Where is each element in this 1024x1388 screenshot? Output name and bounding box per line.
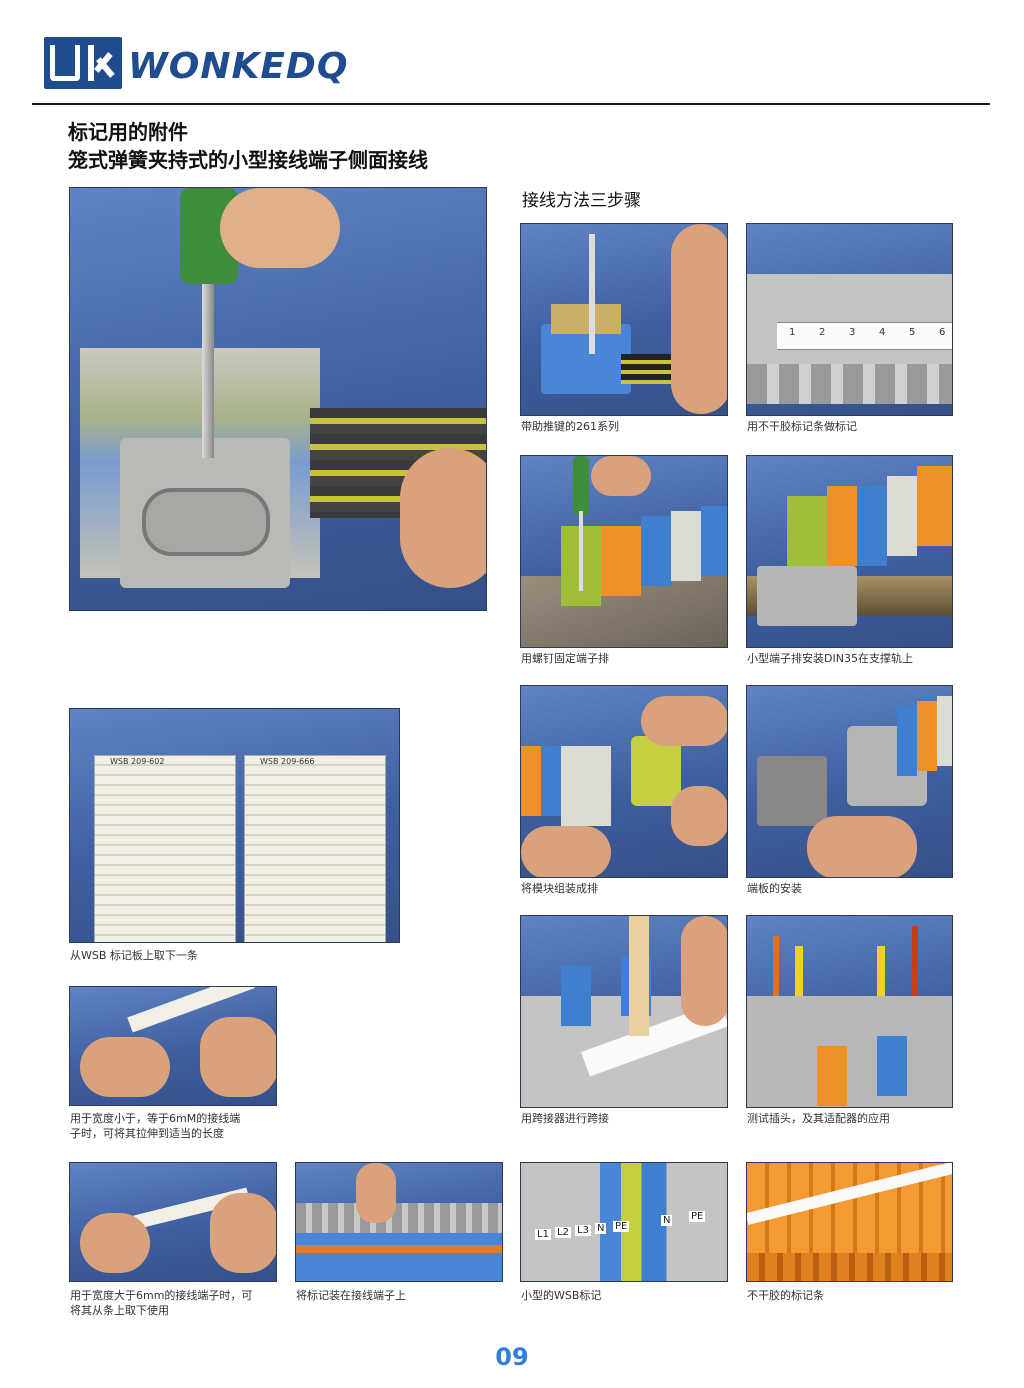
caption-stretch-marker-line2: 子时，可将其拉伸到适当的长度 — [70, 1127, 224, 1140]
caption-din35-rail-mount: 小型端子排安装DIN35在支撑轨上 — [747, 652, 913, 665]
page-number: 09 — [495, 1343, 529, 1371]
brand-name: WONKEDQ — [128, 46, 349, 87]
photo-small-wsb-marker: L1 L2 L3 N PE N PE — [520, 1162, 728, 1282]
page-title-line1: 标记用的附件 — [68, 120, 188, 144]
company-logo — [44, 37, 122, 89]
header-rule — [32, 103, 990, 105]
photo-screw-fix-terminal — [520, 455, 728, 648]
photo-adhesive-strip-orange — [746, 1162, 953, 1282]
photo-adhesive-marker-strip: 1 2 3 4 5 6 — [746, 223, 953, 416]
caption-test-plug-adapter: 测试插头，及其适配器的应用 — [747, 1112, 890, 1125]
caption-install-marker: 将标记装在接线端子上 — [296, 1289, 406, 1302]
photo-end-plate-install — [746, 685, 953, 878]
caption-adhesive-strip-orange: 不干胶的标记条 — [747, 1289, 824, 1302]
steps-heading: 接线方法三步骤 — [522, 191, 641, 211]
page-title-line2: 笼式弹簧夹持式的小型接线端子侧面接线 — [68, 148, 428, 172]
caption-jumper-bridging: 用跨接器进行跨接 — [521, 1112, 609, 1125]
photo-stretch-marker — [69, 986, 277, 1106]
photo-series-261 — [520, 223, 728, 416]
caption-detach-marker-line1: 用于宽度大于6mm的接线端子时，可 — [70, 1289, 253, 1302]
caption-wsb-marker-card: 从WSB 标记板上取下一条 — [70, 949, 198, 962]
photo-wsb-marker-card: WSB 209-602 WSB 209-666 — [69, 708, 400, 943]
photo-din35-rail-mount — [746, 455, 953, 648]
caption-stretch-marker-line1: 用于宽度小于，等于6mM的接线端 — [70, 1112, 241, 1125]
caption-adhesive-marker-strip: 用不干胶标记条做标记 — [747, 420, 857, 433]
photo-install-marker — [295, 1162, 503, 1282]
main-photo-terminal-screwdriver — [69, 187, 487, 611]
photo-detach-marker — [69, 1162, 277, 1282]
caption-small-wsb-marker: 小型的WSB标记 — [521, 1289, 602, 1302]
photo-jumper-bridging — [520, 915, 728, 1108]
caption-series-261: 带助推键的261系列 — [521, 420, 619, 433]
photo-test-plug-adapter — [746, 915, 953, 1108]
caption-assemble-modules: 将模块组装成排 — [521, 882, 598, 895]
caption-end-plate-install: 端板的安装 — [747, 882, 802, 895]
caption-screw-fix-terminal: 用螺钉固定端子排 — [521, 652, 609, 665]
caption-detach-marker-line2: 将其从条上取下使用 — [70, 1304, 169, 1317]
photo-assemble-modules — [520, 685, 728, 878]
